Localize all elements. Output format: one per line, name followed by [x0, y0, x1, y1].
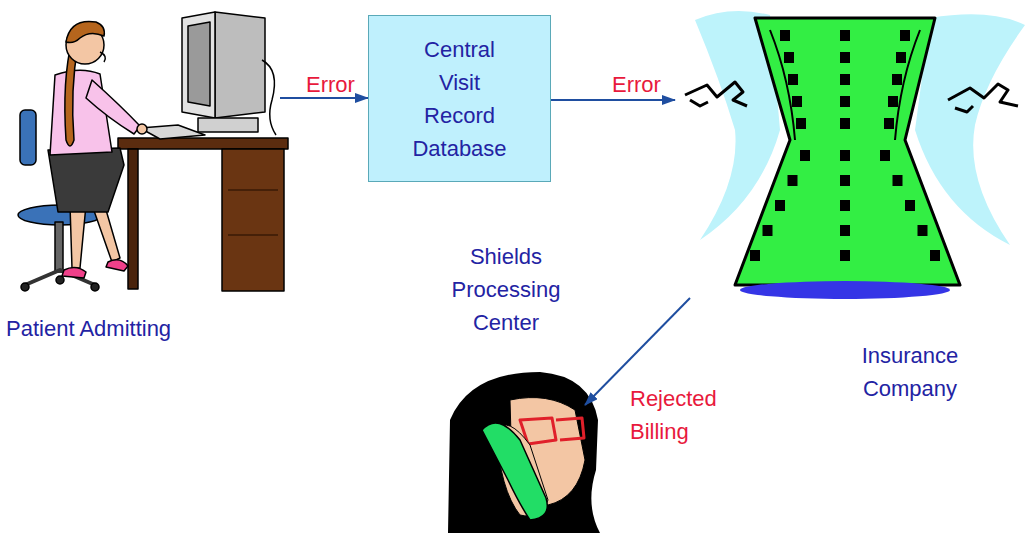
- building-window: [840, 250, 850, 261]
- flow-arrow: [551, 99, 675, 101]
- illustration-part: [182, 12, 215, 118]
- caption: Insurance Company: [835, 339, 985, 405]
- building-window: [880, 150, 890, 161]
- illustration-part: [685, 82, 747, 106]
- building-window: [840, 200, 850, 211]
- arrow-label: Error: [612, 68, 661, 101]
- building-window: [884, 118, 894, 129]
- building-window: [840, 74, 850, 85]
- illustration-part: [188, 22, 210, 106]
- building-window: [796, 118, 806, 129]
- building-window: [840, 225, 850, 236]
- building-window: [784, 52, 794, 63]
- illustration-part: [100, 52, 105, 62]
- illustration-part: [228, 189, 278, 191]
- building-window: [775, 200, 785, 211]
- building-window: [905, 200, 915, 211]
- illustration-part: [198, 118, 258, 132]
- box-label: Central Visit Record Database: [404, 33, 516, 165]
- illustration-part: [66, 21, 104, 42]
- illustration-part: [750, 30, 940, 261]
- building-window: [840, 150, 850, 161]
- building-window: [840, 118, 850, 129]
- building-window: [840, 96, 850, 107]
- illustration-part: [137, 124, 147, 134]
- illustration-part: [86, 80, 140, 134]
- database-box: Central Visit Record Database: [368, 15, 551, 182]
- illustration-part: [118, 138, 288, 149]
- illustration-part: [128, 149, 138, 289]
- flow-arrow: [280, 97, 368, 99]
- arrow-label: Rejected Billing: [630, 382, 750, 448]
- building-window: [888, 96, 898, 107]
- building-window: [763, 225, 773, 236]
- illustration-part: [482, 423, 547, 520]
- billing-clerk-illustration: [448, 372, 600, 533]
- illustration-part: [70, 205, 86, 268]
- illustration-part: [215, 12, 265, 118]
- illustration-part: [62, 267, 86, 278]
- illustration-part: [740, 281, 950, 299]
- illustration-part: [770, 30, 920, 140]
- building-window: [930, 250, 940, 261]
- building-window: [792, 96, 802, 107]
- insurance-building-illustration: [685, 11, 1025, 299]
- illustration-part: [48, 148, 124, 212]
- building-window: [800, 150, 810, 161]
- illustration-part: [21, 283, 29, 291]
- illustration-part: [56, 276, 64, 284]
- illustration-part: [106, 260, 128, 271]
- building-window: [788, 175, 798, 186]
- building-window: [840, 30, 850, 41]
- illustration-part: [228, 234, 278, 236]
- admitting-station: Patient Admitting: [0, 0, 280, 345]
- building-window: [780, 30, 790, 41]
- arrow-label: Error: [306, 68, 355, 101]
- building-window: [893, 175, 903, 186]
- illustration-part: [222, 149, 284, 291]
- illustration-part: [91, 283, 99, 291]
- illustration-part: [55, 222, 63, 272]
- building-window: [840, 52, 850, 63]
- illustration-part: [948, 84, 1018, 112]
- building-window: [750, 250, 760, 261]
- illustration-part: [262, 60, 276, 135]
- billing-clerk: [440, 365, 605, 533]
- illustration-part: [20, 110, 36, 165]
- building-window: [896, 52, 906, 63]
- building-window: [788, 74, 798, 85]
- illustration-part: [735, 18, 960, 285]
- illustration-part: [520, 418, 584, 444]
- insurance-company: Insurance Company: [675, 5, 1030, 405]
- illustration-part: [496, 498, 500, 528]
- building-window: [918, 225, 928, 236]
- caption: Patient Admitting: [0, 312, 280, 345]
- building-window: [892, 74, 902, 85]
- illustration-part: [140, 125, 205, 139]
- site-label: Shields Processing Center: [440, 240, 572, 339]
- admitting-clerk-illustration: [18, 12, 288, 291]
- illustration-part: [448, 372, 600, 533]
- building-window: [900, 30, 910, 41]
- building-window: [840, 175, 850, 186]
